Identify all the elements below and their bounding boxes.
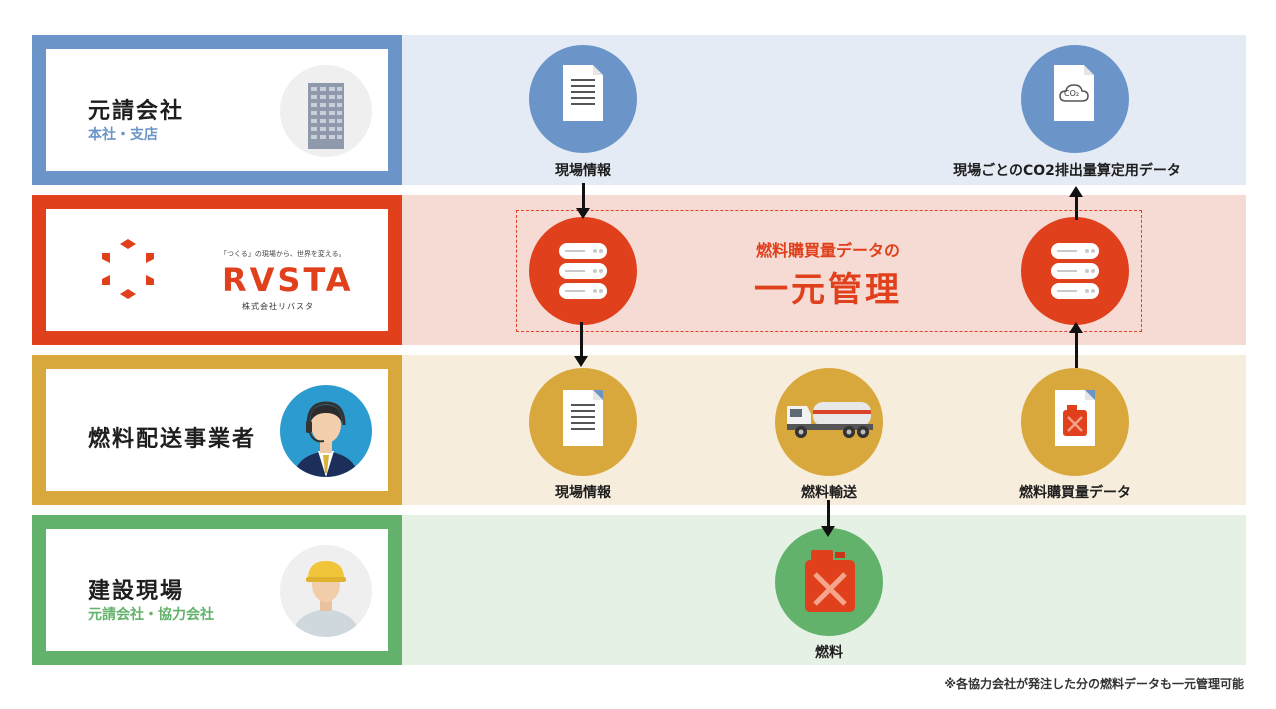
database-icon (529, 217, 637, 325)
logo-company: 株式会社リバスタ (242, 302, 314, 311)
node-caption-fuel-purchase: 燃料購買量データ (1019, 485, 1131, 501)
logo-name: RVSTA (222, 261, 354, 299)
node-caption-co2-data: 現場ごとのCO2排出量算定用データ (953, 163, 1181, 179)
band-label-box: 元請会社 本社・支店 (32, 35, 402, 185)
operator-avatar (280, 385, 372, 477)
truck-icon (775, 368, 883, 476)
band-title: 元請会社 (88, 99, 185, 124)
band-title: 建設現場 (88, 579, 185, 604)
document-icon (529, 368, 637, 476)
central-caption-large: 一元管理 (754, 270, 902, 310)
central-caption-small: 燃料購買量データの (755, 241, 901, 260)
fuel-can-icon (1021, 368, 1129, 476)
node-caption-fuel-transport: 燃料輸送 (801, 485, 857, 501)
band-construction-site: 建設現場 元請会社・協力会社 (32, 515, 1246, 665)
fuel-can-icon (775, 528, 883, 636)
band-subtitle: 元請会社・協力会社 (88, 607, 214, 623)
database-icon (1021, 217, 1129, 325)
node-caption-site-info-top: 現場情報 (555, 163, 611, 179)
central-management-frame (516, 210, 1142, 332)
band-label-box: 燃料配送事業者 (32, 355, 402, 505)
cloud-co2-icon: CO₂ (1021, 45, 1129, 153)
document-icon (529, 45, 637, 153)
worker-avatar (280, 545, 372, 637)
building-icon (280, 65, 372, 157)
band-title: 燃料配送事業者 (88, 427, 257, 452)
footnote: ※各協力会社が発注した分の燃料データも一元管理可能 (944, 677, 1244, 691)
node-caption-site-info-mid: 現場情報 (555, 485, 611, 501)
co2-badge: CO₂ (1064, 89, 1080, 98)
band-label-box: 建設現場 元請会社・協力会社 (32, 515, 402, 665)
band-subtitle: 本社・支店 (88, 127, 158, 143)
node-caption-fuel: 燃料 (815, 645, 843, 661)
band-rvsta: 「つくる」の現場から、世界を変える。 RVSTA 株式会社リバスタ (32, 195, 1246, 345)
band-label-box: 「つくる」の現場から、世界を変える。 RVSTA 株式会社リバスタ (32, 195, 402, 345)
logo-tagline: 「つくる」の現場から、世界を変える。 (220, 250, 346, 258)
